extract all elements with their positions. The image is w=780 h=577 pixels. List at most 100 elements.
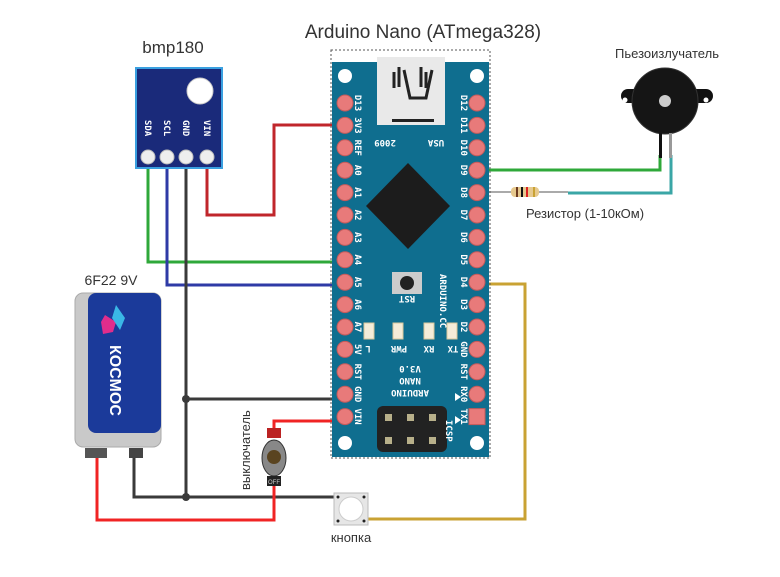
arduino-pin[interactable] [468, 318, 486, 336]
usb-label-usa: USA [427, 137, 444, 147]
arduino-pin-label: A3 [352, 232, 362, 243]
arduino-pin-label: A1 [352, 187, 362, 198]
arduino-pin[interactable] [336, 161, 354, 179]
board-brand: ARDUINO [390, 387, 429, 397]
arduino-pin[interactable] [336, 363, 354, 381]
arduino-pin[interactable] [336, 318, 354, 336]
push-button[interactable]: кнопка [331, 492, 372, 545]
arduino-pin[interactable] [468, 206, 486, 224]
wire-bmp-sda-a4 [146, 158, 345, 264]
arduino-pin[interactable] [336, 273, 354, 291]
arduino-pin-label: D8 [458, 187, 468, 198]
arduino-pin-label: A0 [352, 165, 362, 176]
arduino-pin-label: REF [352, 140, 362, 156]
arduino-pin[interactable] [336, 251, 354, 269]
arduino-pin[interactable] [336, 385, 354, 403]
arduino-pin-label: D12 [458, 95, 468, 111]
arduino-pin[interactable] [336, 139, 354, 157]
arduino-pin-label: 5V [352, 344, 362, 355]
arduino-pin-label: 3V3 [352, 117, 362, 133]
arduino-pin[interactable] [468, 385, 486, 403]
arduino-pin-label: VIN [352, 408, 362, 424]
arduino-pin-label: RX0 [458, 386, 468, 402]
arduino-pin-label: TX1 [458, 408, 468, 424]
arduino-pin[interactable] [468, 408, 486, 426]
arduino-pin[interactable] [336, 94, 354, 112]
switch-label: выключатель [238, 410, 253, 490]
arduino-pin[interactable] [468, 161, 486, 179]
wire-d4-button [368, 282, 527, 521]
arduino-pin[interactable] [468, 296, 486, 314]
reset-label: RST [398, 293, 415, 303]
wire-switch-vin [272, 419, 345, 428]
arduino-pin[interactable] [468, 184, 486, 202]
arduino-pin[interactable] [468, 340, 486, 358]
wires [95, 123, 673, 522]
wire-bmp-vin-3v3 [205, 123, 345, 217]
wire-battery-negative [132, 458, 335, 499]
diagram-title: Arduino Nano (ATmega328) [305, 22, 541, 43]
bmp180-module[interactable]: bmp180 SDA SCL GND VIN [135, 38, 223, 169]
arduino-pin[interactable] [468, 94, 486, 112]
arduino-pin-label: D13 [352, 95, 362, 111]
arduino-pin-label: D11 [458, 117, 468, 133]
arduino-pin[interactable] [336, 408, 354, 426]
arduino-pin-label: D9 [458, 165, 468, 176]
arduino-pin[interactable] [336, 340, 354, 358]
arduino-pin[interactable] [336, 184, 354, 202]
wire-bmp-scl-a5 [165, 158, 345, 287]
bmp-pin-label: SDA [142, 120, 152, 137]
arduino-pin[interactable] [468, 116, 486, 134]
arduino-pin-label: RST [352, 364, 362, 381]
arduino-pin-label: D6 [458, 232, 468, 243]
battery-brand: КОСМОС [106, 345, 123, 416]
arduino-pin-label: D5 [458, 254, 468, 265]
arduino-pin[interactable] [336, 206, 354, 224]
arduino-pin-label: A7 [352, 322, 362, 333]
arduino-pin[interactable] [468, 228, 486, 246]
wire-battery-positive [95, 458, 276, 522]
arduino-nano-board[interactable]: 2009 USA RST ARDUINO.CC L PWR RX TX V3.0… [330, 49, 491, 459]
buzzer-label: Пьезоизлучатель [615, 46, 719, 61]
bmp-pin-label: SCL [161, 120, 171, 137]
board-model: NANO [399, 375, 421, 385]
arduino-site-label: ARDUINO.CC [437, 274, 447, 328]
icsp-header [377, 406, 447, 452]
atmega-chip [366, 163, 450, 249]
led-label: RX [423, 343, 434, 353]
arduino-pin-label: A6 [352, 299, 362, 310]
battery-label: 6F22 9V [85, 272, 139, 288]
arduino-pin-label: D3 [458, 299, 468, 310]
battery-9v[interactable]: 6F22 9V КОСМОС [74, 272, 162, 458]
button-label: кнопка [331, 530, 372, 545]
arduino-pin-label: GND [352, 386, 362, 403]
board-version: V3.0 [399, 363, 421, 373]
arduino-pin-label: RST [458, 364, 468, 381]
arduino-pin-label: D10 [458, 140, 468, 156]
arduino-pin[interactable] [336, 228, 354, 246]
arduino-pin[interactable] [468, 363, 486, 381]
resistor[interactable]: Резистор (1-10кОм) [511, 187, 644, 221]
led-label: TX [447, 343, 458, 353]
bmp180-label: bmp180 [142, 38, 203, 57]
junction-dot [182, 493, 190, 501]
arduino-pin-label: GND [458, 341, 468, 358]
arduino-pin[interactable] [468, 251, 486, 269]
junction-dot [182, 395, 190, 403]
arduino-pin[interactable] [468, 273, 486, 291]
arduino-pin[interactable] [336, 296, 354, 314]
toggle-switch[interactable]: выключатель OFF [238, 410, 287, 490]
usb-connector [377, 57, 445, 125]
wire-resistor-buzzer [568, 155, 673, 195]
arduino-pin-label: D2 [458, 322, 468, 333]
icsp-label: ICSP [443, 420, 453, 442]
wire-d9-buzzer [480, 155, 662, 172]
arduino-pin-label: A5 [352, 277, 362, 288]
arduino-pin[interactable] [336, 116, 354, 134]
piezo-buzzer[interactable]: Пьезоизлучатель [615, 46, 719, 158]
arduino-pin[interactable] [468, 139, 486, 157]
bmp-pin-label: VIN [201, 120, 211, 136]
